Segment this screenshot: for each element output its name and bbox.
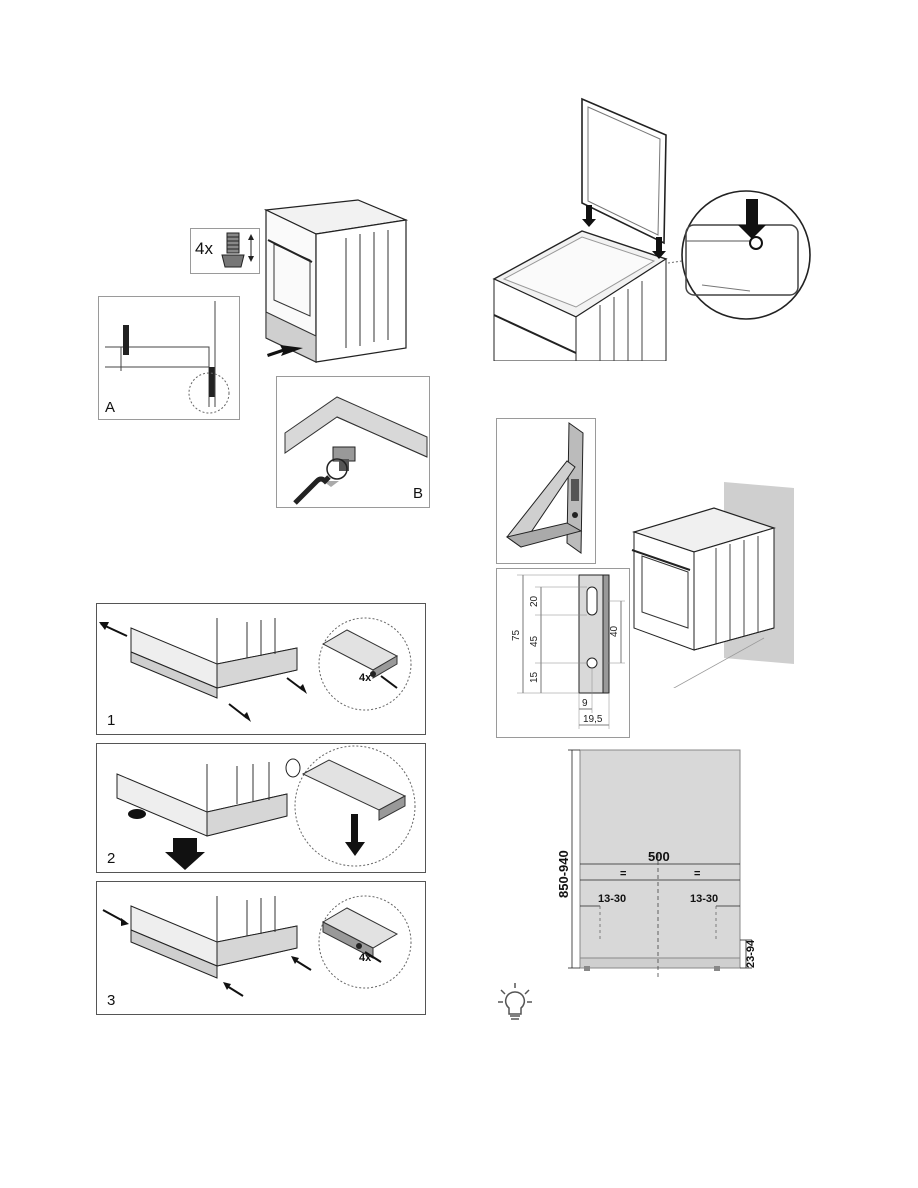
- wall-height-range: 850-940: [556, 850, 571, 898]
- tip-indicator: [497, 982, 533, 1022]
- floor-gap: 23-94: [745, 939, 756, 968]
- dim-20: 20: [529, 595, 540, 607]
- step-3-number: 3: [107, 992, 116, 1009]
- offset-right: 13-30: [690, 893, 718, 905]
- bracket-dimensions-panel: 20 75 45 15 40 9 19,5: [496, 568, 630, 738]
- dim-75: 75: [511, 629, 522, 641]
- cooker-wall-illustration: [631, 482, 794, 688]
- dim-19-5: 19,5: [583, 714, 603, 725]
- feet-adjustment-figure: 4x A: [98, 190, 430, 508]
- equal-right: =: [694, 868, 700, 880]
- step-2-panel: 2: [96, 743, 426, 873]
- feet-count-label: 4x: [195, 239, 213, 258]
- dim-9: 9: [582, 698, 588, 709]
- wall-width: 500: [648, 849, 670, 864]
- bracket-dimension-drawing: 20 75 45 15 40 9 19,5: [511, 574, 625, 729]
- panel-a: A: [98, 296, 240, 420]
- cooker-lid-illustration: [492, 97, 811, 361]
- lightbulb-icon: [498, 983, 532, 1020]
- step-3-screw-count: 4x: [359, 952, 372, 964]
- panel-a-illustration: [105, 301, 230, 414]
- step-2-number: 2: [107, 850, 116, 867]
- step-1-screw-count: 4x: [359, 672, 372, 684]
- lid-installation-figure: [490, 95, 816, 361]
- panel-b-illustration: [284, 396, 428, 505]
- dim-15: 15: [529, 671, 540, 683]
- step-1-illustration: [99, 617, 412, 722]
- panel-a-label: A: [105, 399, 116, 416]
- plinth-steps-figure: 1 4x 2: [96, 603, 426, 1015]
- step-2-illustration: [116, 745, 416, 870]
- step-1-number: 1: [107, 712, 116, 729]
- dim-40: 40: [609, 625, 620, 637]
- anti-tip-bracket-figure: 20 75 45 15 40 9 19,5: [496, 418, 796, 738]
- bracket-perspective-illustration: [505, 422, 584, 554]
- offset-left: 13-30: [598, 893, 626, 905]
- wall-dimensions-figure: 850-940 500 = = 13-30 13-30 23-94: [556, 744, 756, 984]
- equal-left: =: [620, 868, 626, 880]
- step-3-illustration: [102, 895, 412, 997]
- dim-45: 45: [529, 635, 540, 647]
- step-3-panel: 3 4x: [96, 881, 426, 1015]
- wall-dimension-drawing: 850-940 500 = = 13-30 13-30 23-94: [556, 749, 756, 980]
- step-1-panel: 1 4x: [96, 603, 426, 735]
- panel-b: B: [276, 376, 430, 508]
- bracket-perspective-panel: [496, 418, 596, 564]
- adjustable-foot-icon: [221, 232, 254, 268]
- panel-b-label: B: [413, 485, 424, 502]
- cooker-illustration: [263, 199, 409, 363]
- feet-count-badge: 4x: [190, 228, 260, 274]
